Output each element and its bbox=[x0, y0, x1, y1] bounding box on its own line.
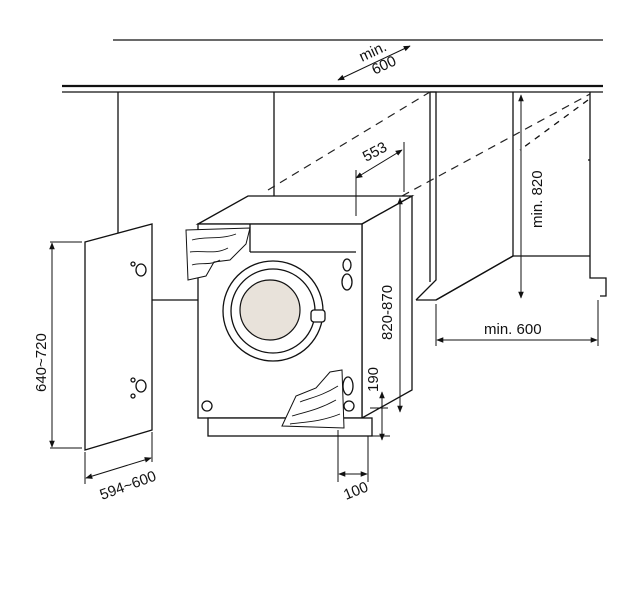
dim-door-width-line bbox=[85, 457, 152, 479]
dim-820-870-label: 820-870 bbox=[379, 285, 396, 340]
dim-door-width-label: 594~600 bbox=[98, 468, 159, 504]
dim-top-depth-line bbox=[337, 45, 411, 81]
dim-553-label: 553 bbox=[360, 139, 390, 166]
dim-min-820-label: min. 820 bbox=[529, 170, 546, 228]
dim-553-line bbox=[355, 149, 403, 179]
dim-door-height-label: 640~720 bbox=[33, 333, 50, 392]
porthole-glass bbox=[239, 279, 301, 341]
dim-100-label: 100 bbox=[341, 479, 371, 504]
dim-top-depth-label: min. 600 bbox=[357, 36, 401, 81]
dim-floor-600-label: min. 600 bbox=[484, 321, 542, 338]
depth-dashed-line-1 bbox=[267, 91, 431, 191]
depth-dashed-line-2 bbox=[401, 93, 591, 197]
dim-190-label: 190 bbox=[365, 367, 382, 392]
right-cabinet bbox=[416, 92, 607, 301]
rear-cabinet bbox=[150, 91, 437, 301]
decor-door bbox=[84, 223, 153, 451]
